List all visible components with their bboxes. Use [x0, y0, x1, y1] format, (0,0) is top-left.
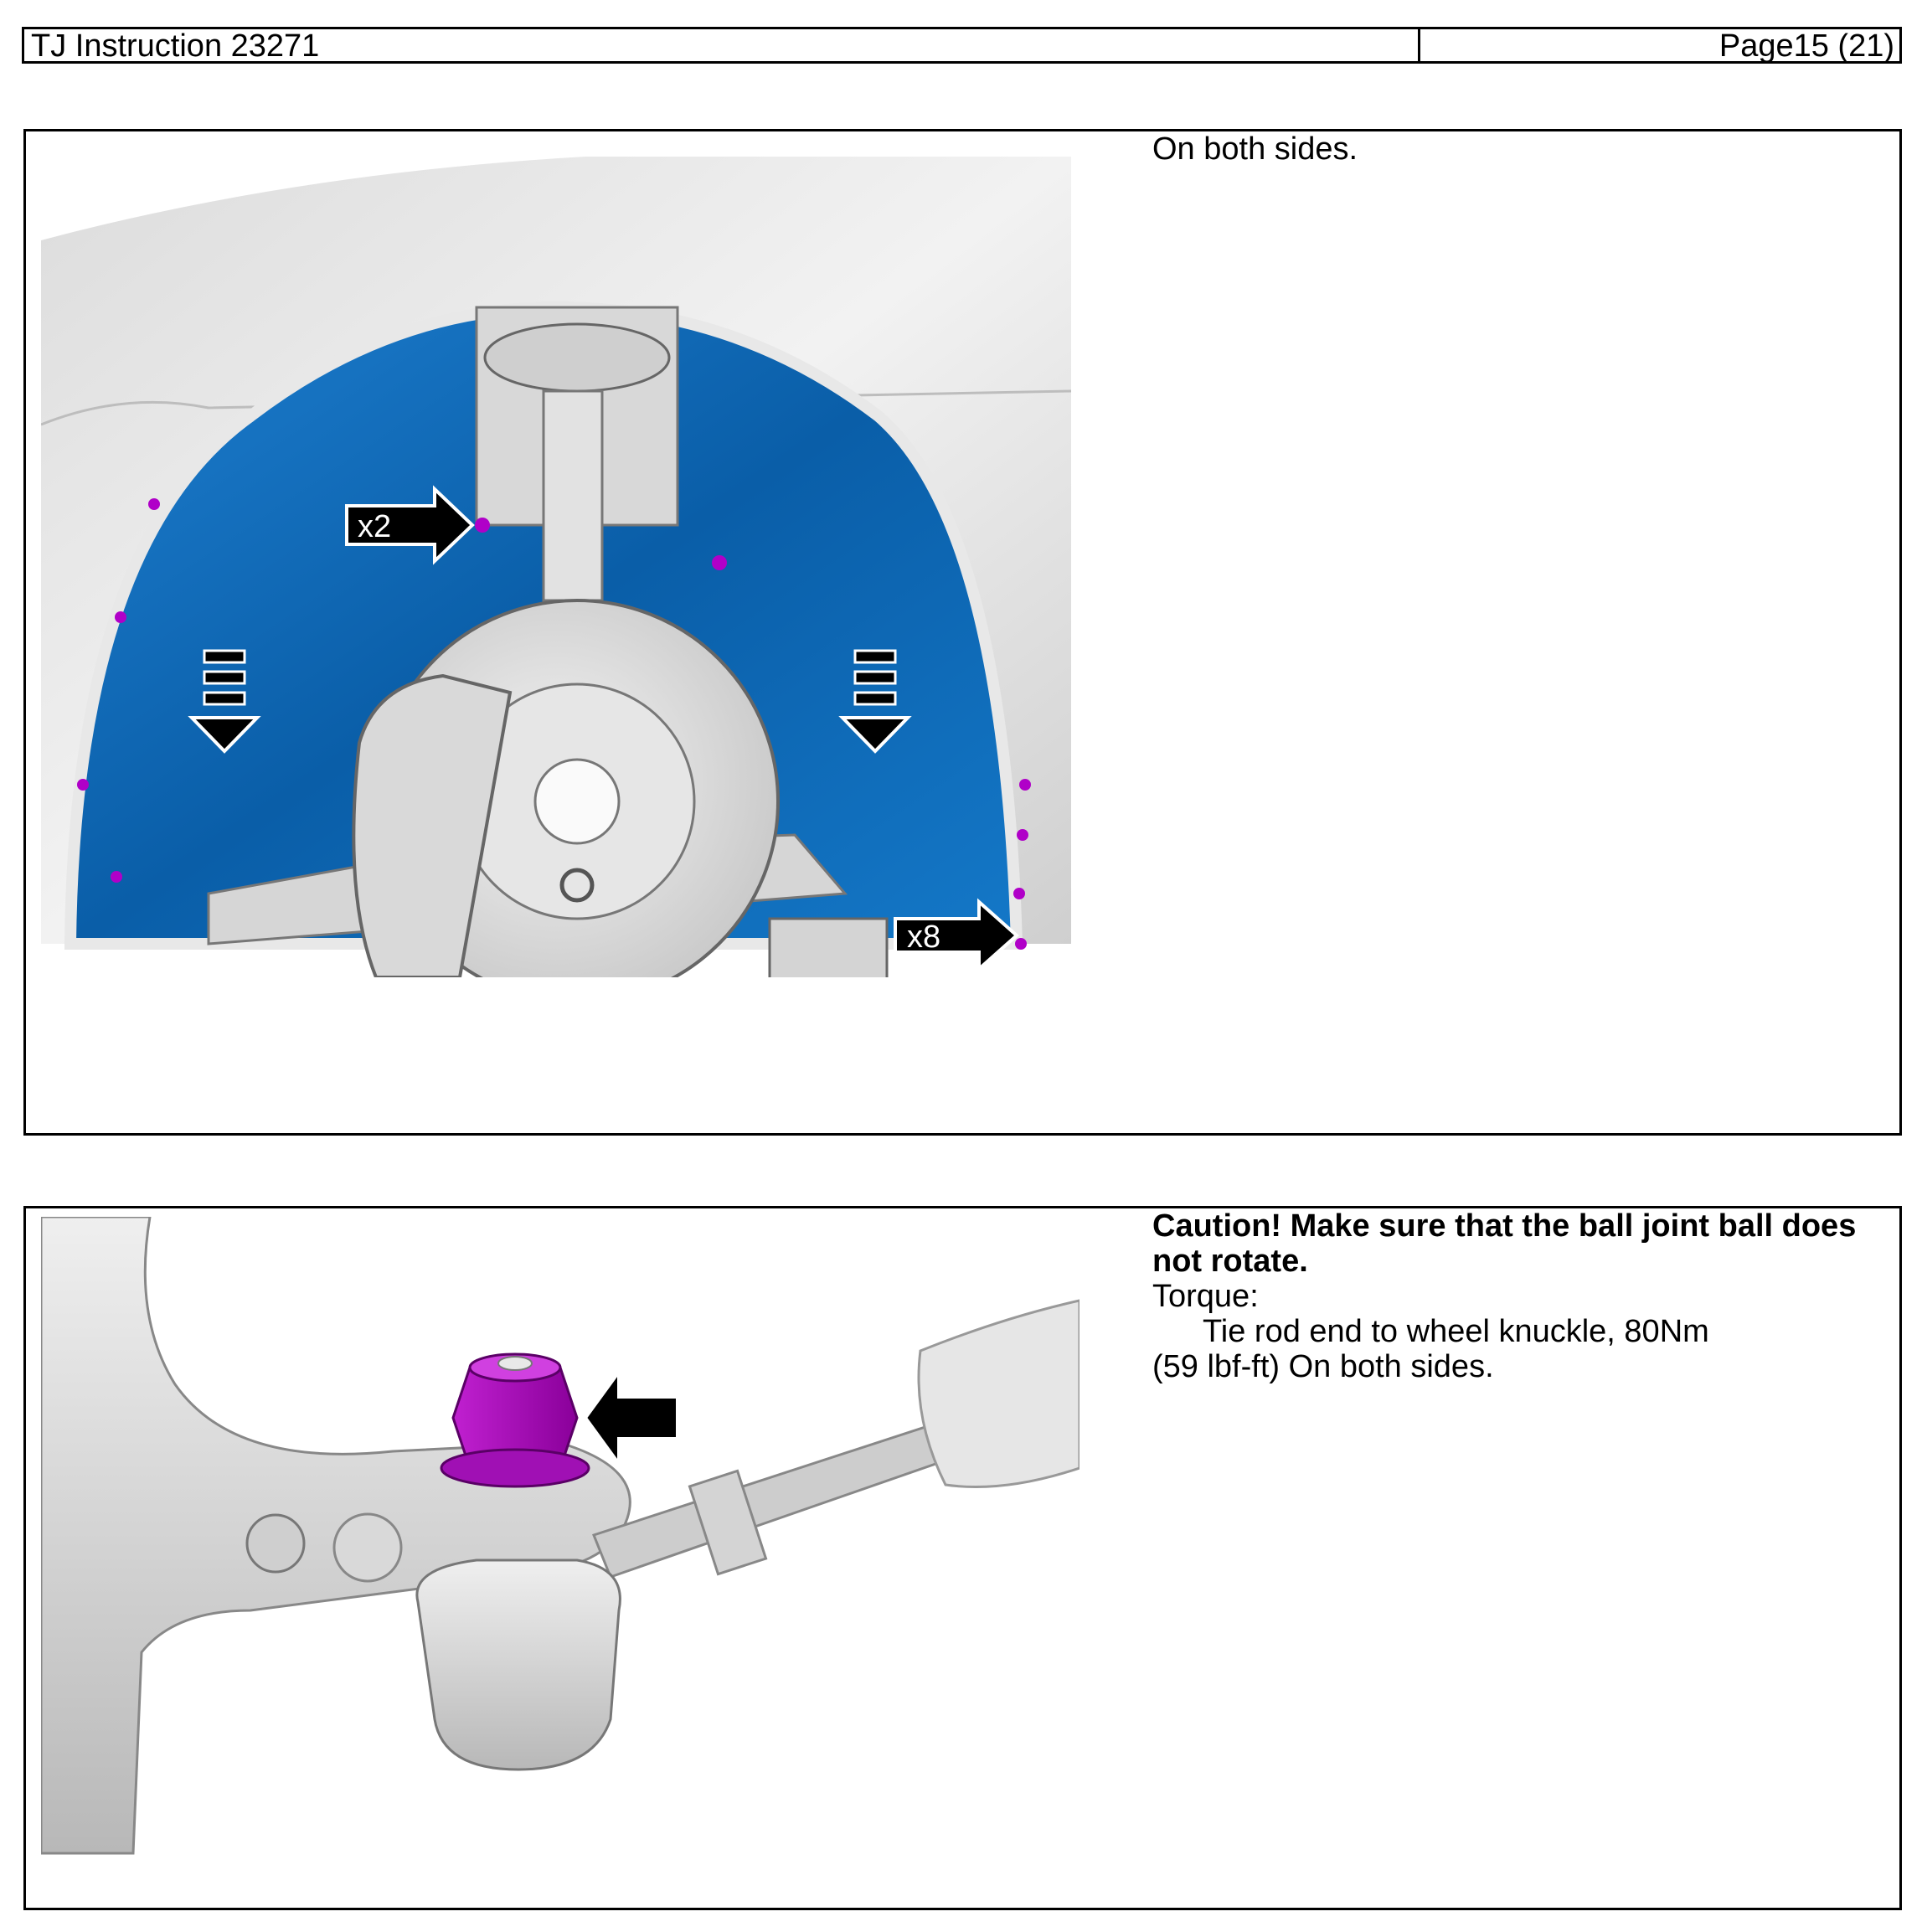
callout-x2-label: x2 — [358, 509, 391, 544]
torque-label: Torque: — [1152, 1279, 1259, 1314]
tie-rod-illustration — [41, 1217, 1080, 1887]
brake-caliper — [352, 673, 513, 977]
document-title: TJ Instruction 23271 — [24, 29, 1420, 62]
page-number: Page15 (21) — [1718, 28, 1894, 64]
step1-instruction: On both sides. — [1152, 131, 1358, 167]
page-header: TJ Instruction 23271 Page15 (21) — [22, 27, 1902, 64]
torque-item: Tie rod end to wheel knuckle, 80Nm — [1203, 1314, 1709, 1349]
tie-rod-drawing — [41, 1217, 1080, 1855]
step-wheel-housing-liner: x2 x8 On both sides. — [23, 129, 1902, 1136]
arrow-to-nut — [583, 1366, 679, 1470]
caution-text: Caution! Make sure that the ball joint b… — [1152, 1208, 1857, 1279]
wheel-arch-drawing: x2 x8 — [41, 157, 1071, 977]
steering-boot — [917, 1299, 1080, 1488]
removal-arrow-right — [838, 649, 912, 754]
callout-x8-label: x8 — [907, 920, 940, 955]
wheel-housing-illustration: x2 x8 — [41, 140, 1071, 977]
step2-instructions: Caution! Make sure that the ball joint b… — [1152, 1208, 1889, 1384]
removal-arrow-left — [188, 649, 261, 754]
callout-x2: x2 — [345, 485, 475, 565]
torque-continuation: (59 lbf-ft) On both sides. — [1152, 1349, 1494, 1384]
ball-joint — [415, 1558, 621, 1771]
callout-x8: x8 — [894, 898, 1020, 973]
fastener-dots — [77, 498, 1031, 950]
step-tie-rod-end: Caution! Make sure that the ball joint b… — [23, 1206, 1902, 1910]
